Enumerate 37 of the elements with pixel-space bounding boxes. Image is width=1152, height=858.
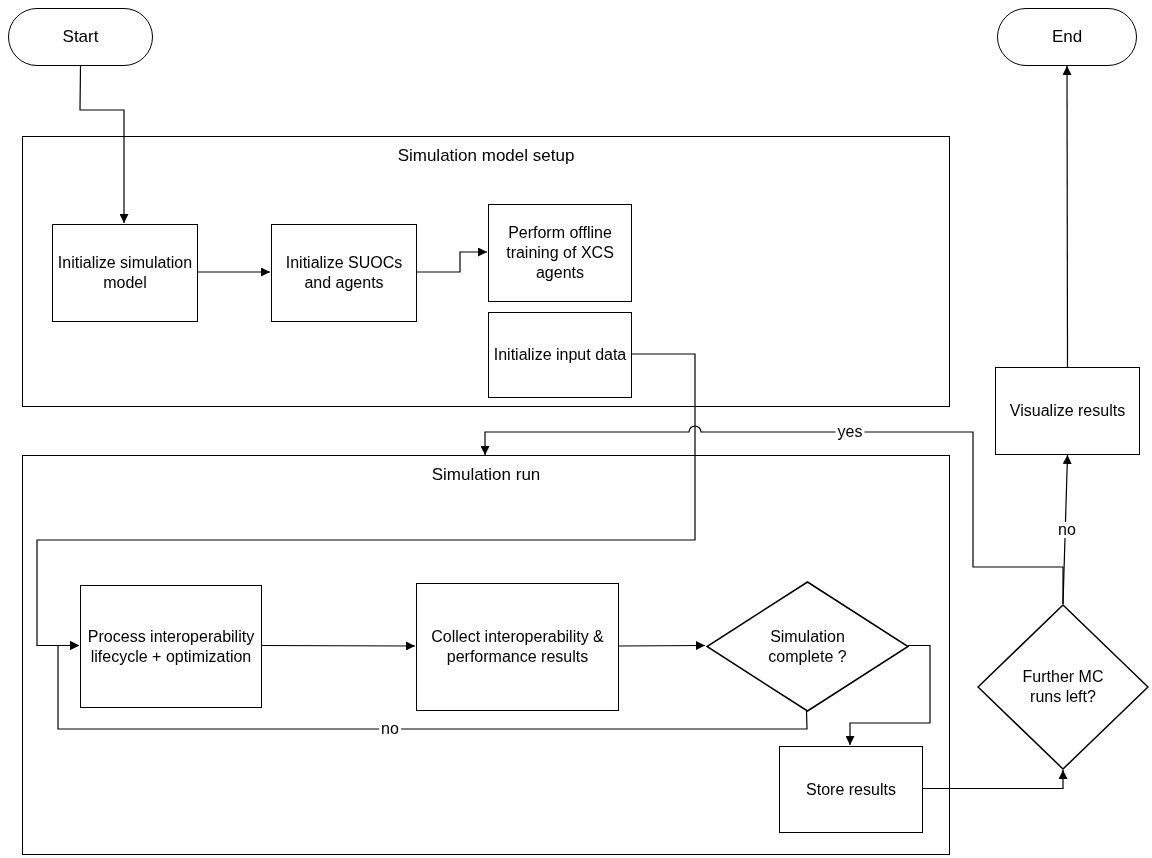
arrow (480, 425, 1064, 605)
process-box (995, 367, 1140, 455)
node-text: Simulation complete ? (767, 626, 848, 667)
arrow (57, 641, 808, 730)
process-box (779, 746, 923, 833)
group-frame (22, 136, 950, 407)
process-box (488, 204, 632, 302)
arrow (1062, 65, 1072, 368)
arrow (617, 641, 706, 651)
arrow (921, 769, 1068, 790)
arrow (845, 644, 931, 746)
arrow (79, 65, 129, 224)
node-text: Initialize input data (493, 345, 627, 365)
node-text: Visualize results (1009, 401, 1126, 421)
node-text: Store results (806, 779, 896, 800)
node-text: Start (62, 26, 99, 48)
process-box (271, 224, 417, 322)
arrow (196, 267, 271, 277)
node-text: Initialize simulation model (57, 253, 193, 293)
node-text: Initialize SUOCs and agents (284, 253, 404, 293)
group-title: Simulation run (431, 464, 541, 486)
process-box (488, 312, 632, 398)
node-text: Collect interoperability & performance results (430, 627, 605, 667)
group-title: Simulation model setup (397, 145, 575, 167)
node-text: Process interoperability lifecycle + optimization (86, 626, 256, 667)
process-box (80, 585, 262, 708)
process-box (52, 224, 198, 322)
arrow (415, 247, 488, 273)
group-frame (22, 455, 950, 855)
edge-label: no (1056, 522, 1078, 538)
decision-diamond (706, 581, 909, 712)
node-text: Perform offline training of XCS agents (505, 223, 615, 283)
arrow (260, 641, 416, 651)
decision-diamond (977, 604, 1149, 770)
node-text: End (1051, 26, 1083, 48)
process-box (416, 583, 619, 711)
node-text: Further MC runs left? (1021, 667, 1105, 707)
